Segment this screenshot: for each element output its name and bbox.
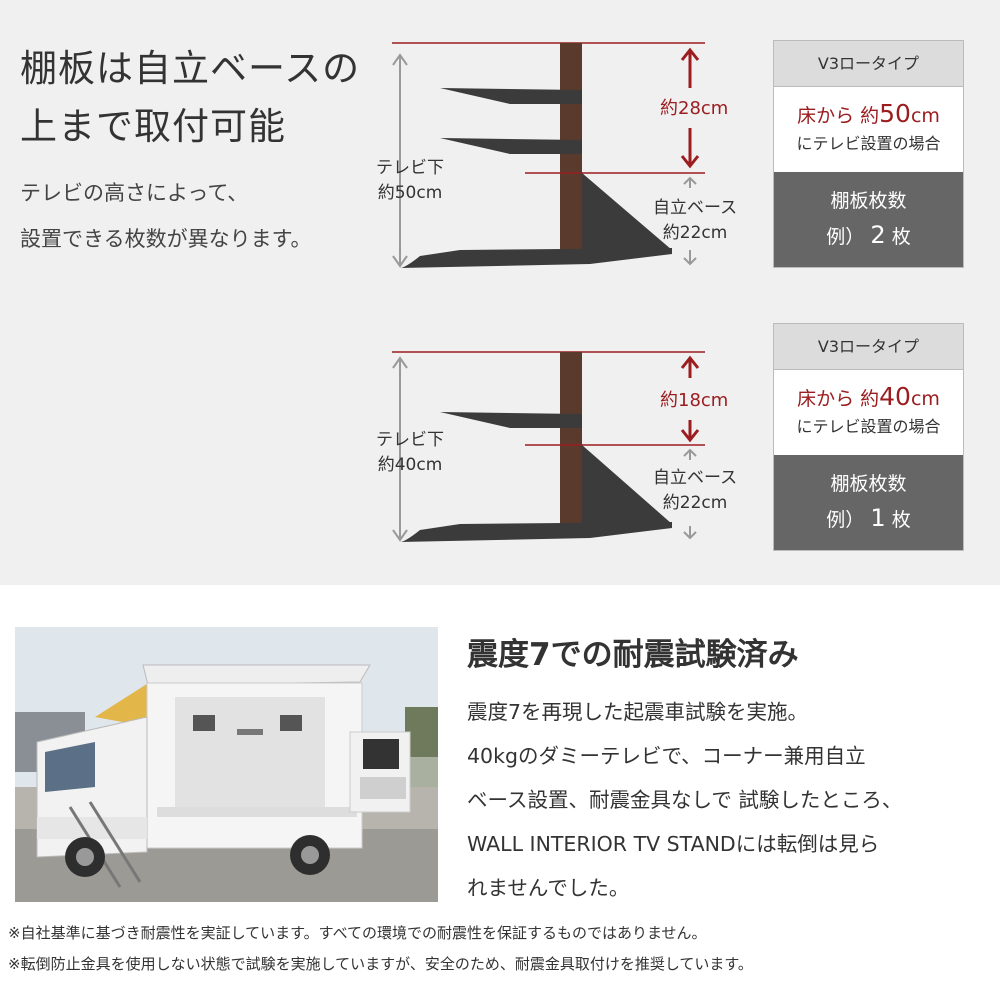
- stand-illustration-two-shelves: [392, 42, 705, 268]
- shelf-gap-label: 約18cm: [660, 390, 729, 411]
- base-height-label: 自立ベース 約22cm: [653, 468, 738, 513]
- pole: [560, 352, 582, 527]
- tv-height-label: テレビ下 約40cm: [376, 430, 444, 475]
- description-line: れませんでした。: [467, 876, 630, 900]
- shelf-gap-label: 約28cm: [660, 98, 729, 119]
- base-bracket: [582, 445, 672, 524]
- quake-test-description: 震度7を再現した起震車試験を実施。 40kgのダミーテレビで、コーナー兼用自立 …: [467, 690, 992, 910]
- shelf-upper: [440, 88, 582, 104]
- spec-box-40cm: V3ロータイプ 床から 約40cm にテレビ設置の場合 棚板枚数 例） 1 枚: [773, 323, 964, 551]
- base-plate: [400, 248, 672, 268]
- spec-type: V3ロータイプ: [774, 324, 963, 370]
- spec-height: 床から 約50cm にテレビ設置の場合: [796, 99, 941, 153]
- footnotes: ※自社基準に基づき耐震性を実証しています。すべての環境での耐震性を保証するもので…: [8, 918, 753, 980]
- subtext: テレビの高さによって、 設置できる枚数が異なります。: [20, 170, 311, 262]
- spec-shelf-count: 棚板枚数 例） 2 枚: [774, 172, 963, 267]
- truck-illustration: [15, 627, 438, 902]
- footnote: ※転倒防止金具を使用しない状態で試験を実施していますが、安全のため、耐震金具取付…: [8, 955, 753, 973]
- earthquake-truck-photo: [15, 627, 438, 902]
- base-bracket: [582, 173, 672, 250]
- stand-illustration-one-shelf: [392, 351, 705, 542]
- shelf: [440, 412, 582, 428]
- spec-box-50cm: V3ロータイプ 床から 約50cm にテレビ設置の場合 棚板枚数 例） 2 枚: [773, 40, 964, 268]
- subtext-line-2: 設置できる枚数が異なります。: [20, 227, 312, 251]
- headline-line-2: 上まで取付可能: [20, 105, 286, 148]
- shelf-lower: [440, 138, 582, 154]
- spec-height: 床から 約40cm にテレビ設置の場合: [796, 382, 941, 436]
- description-line: ベース設置、耐震金具なしで 試験したところ、: [467, 788, 903, 812]
- footnote: ※自社基準に基づき耐震性を実証しています。すべての環境での耐震性を保証するもので…: [8, 924, 707, 942]
- stand-diagram-one-shelf: テレビ下 約40cm 約18cm 自立ベース 約22cm: [360, 330, 750, 580]
- headline-line-1: 棚板は自立ベースの: [20, 47, 361, 90]
- headline: 棚板は自立ベースの 上まで取付可能: [20, 40, 360, 156]
- spec-type: V3ロータイプ: [774, 41, 963, 87]
- quake-test-title: 震度7での耐震試験済み: [467, 637, 799, 673]
- base-height-label: 自立ベース 約22cm: [653, 198, 738, 243]
- subtext-line-1: テレビの高さによって、: [20, 181, 249, 205]
- description-line: 震度7を再現した起震車試験を実施。: [467, 700, 809, 724]
- stand-diagram-two-shelves: テレビ下 約50cm 約28cm 自立ベース 約22cm: [360, 28, 750, 278]
- spec-shelf-count: 棚板枚数 例） 1 枚: [774, 455, 963, 550]
- base-plate: [400, 522, 672, 542]
- description-line: WALL INTERIOR TV STANDには転倒は見ら: [467, 832, 880, 856]
- description-line: 40kgのダミーテレビで、コーナー兼用自立: [467, 744, 866, 768]
- tv-height-label: テレビ下 約50cm: [376, 158, 444, 203]
